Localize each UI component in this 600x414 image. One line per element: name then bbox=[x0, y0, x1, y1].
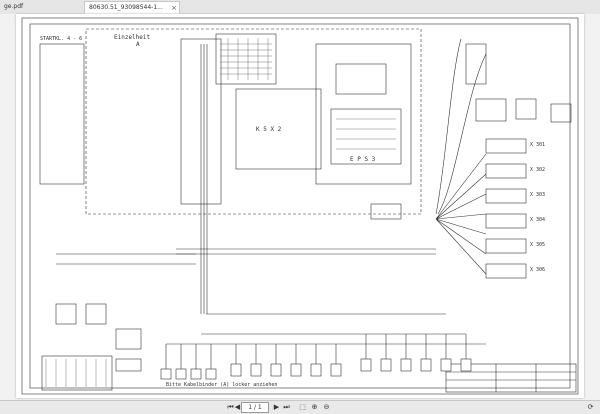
connector-label: X 302 bbox=[530, 167, 546, 173]
tab-label: 80630.51_93098544-1... bbox=[89, 4, 163, 11]
page-indicator[interactable]: 1 / 1 bbox=[241, 402, 269, 413]
fit-page-icon[interactable]: ⬚ bbox=[299, 403, 306, 411]
connector-label: X 303 bbox=[530, 192, 546, 198]
connector-label: X 301 bbox=[530, 142, 546, 148]
close-icon[interactable]: × bbox=[171, 4, 177, 12]
prev-page-icon[interactable]: ◀ bbox=[234, 403, 241, 411]
wiring-diagram bbox=[21, 17, 579, 395]
module-label-1: K 5 X 2 bbox=[256, 126, 282, 133]
tab-pdf[interactable]: ge.pdf bbox=[0, 1, 42, 13]
drawing-page: Einzelheit A STARTKL. 4 - 6 K 5 X 2 E P … bbox=[16, 14, 584, 398]
document-viewer[interactable]: Einzelheit A STARTKL. 4 - 6 K 5 X 2 E P … bbox=[0, 14, 600, 400]
connector-label: X 305 bbox=[530, 242, 546, 248]
tab-bar: ge.pdf 80630.51_93098544-1... × bbox=[0, 0, 600, 15]
next-page-icon[interactable]: ▶ bbox=[273, 403, 280, 411]
page-toolbar: ⏮ ◀ 1 / 1 ▶ ⏭ ⬚ ⊕ ⊖ ⟳ bbox=[0, 400, 600, 414]
connector-label: X 306 bbox=[530, 267, 546, 273]
tab-label: ge.pdf bbox=[4, 3, 24, 10]
first-page-icon[interactable]: ⏮ bbox=[227, 403, 234, 411]
bottom-note: Bitte Kabelbinder (A) locker anziehen bbox=[166, 382, 278, 388]
module-label-2: E P S 3 bbox=[350, 156, 376, 163]
last-page-icon[interactable]: ⏭ bbox=[283, 403, 290, 411]
rotate-icon[interactable]: ⟳ bbox=[587, 403, 594, 411]
zoom-icon[interactable]: ⊕ bbox=[311, 403, 318, 411]
detail-letter: A bbox=[136, 41, 140, 48]
connector-label: X 304 bbox=[530, 217, 546, 223]
zoom-out-icon[interactable]: ⊖ bbox=[323, 403, 330, 411]
left-header: STARTKL. 4 - 6 bbox=[40, 36, 83, 42]
detail-label: Einzelheit bbox=[114, 34, 151, 41]
tab-active[interactable]: 80630.51_93098544-1... × bbox=[84, 1, 180, 14]
